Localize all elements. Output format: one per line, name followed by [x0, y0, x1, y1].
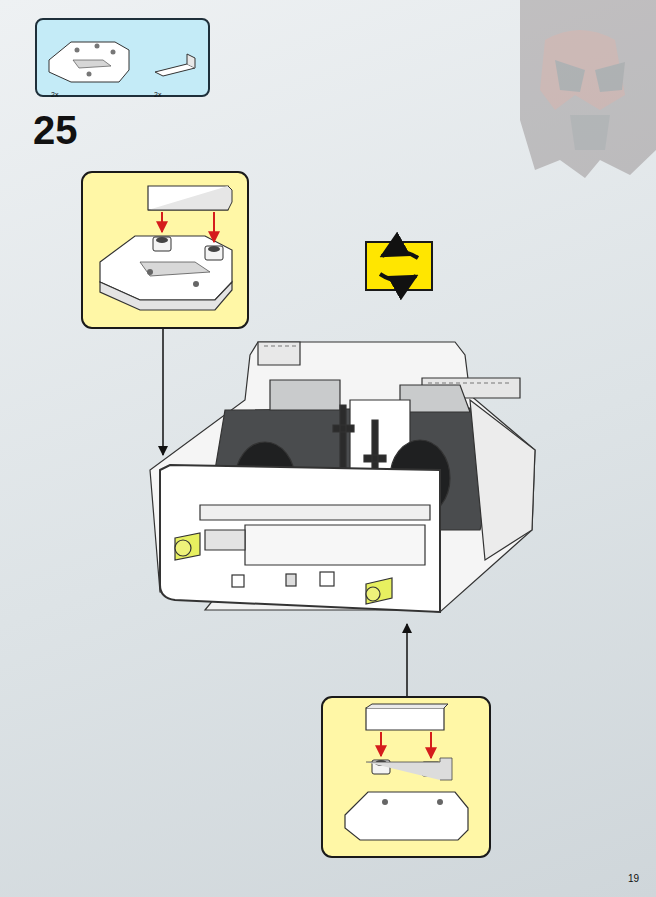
helmet-watermark — [520, 0, 656, 178]
subassembly-callout — [82, 172, 248, 328]
part-quantity: 2x — [154, 91, 161, 99]
leader-arrow — [162, 329, 164, 455]
model-illustration — [150, 342, 535, 612]
step-number: 25 — [33, 108, 78, 152]
subassembly-callout — [322, 697, 490, 857]
parts-list-box: 2x2x — [35, 18, 210, 97]
leader-arrow — [406, 624, 408, 696]
rotate-icon — [366, 242, 432, 290]
part-picture — [37, 20, 208, 95]
part-quantity: 2x — [51, 91, 154, 99]
page-number: 19 — [628, 873, 639, 884]
